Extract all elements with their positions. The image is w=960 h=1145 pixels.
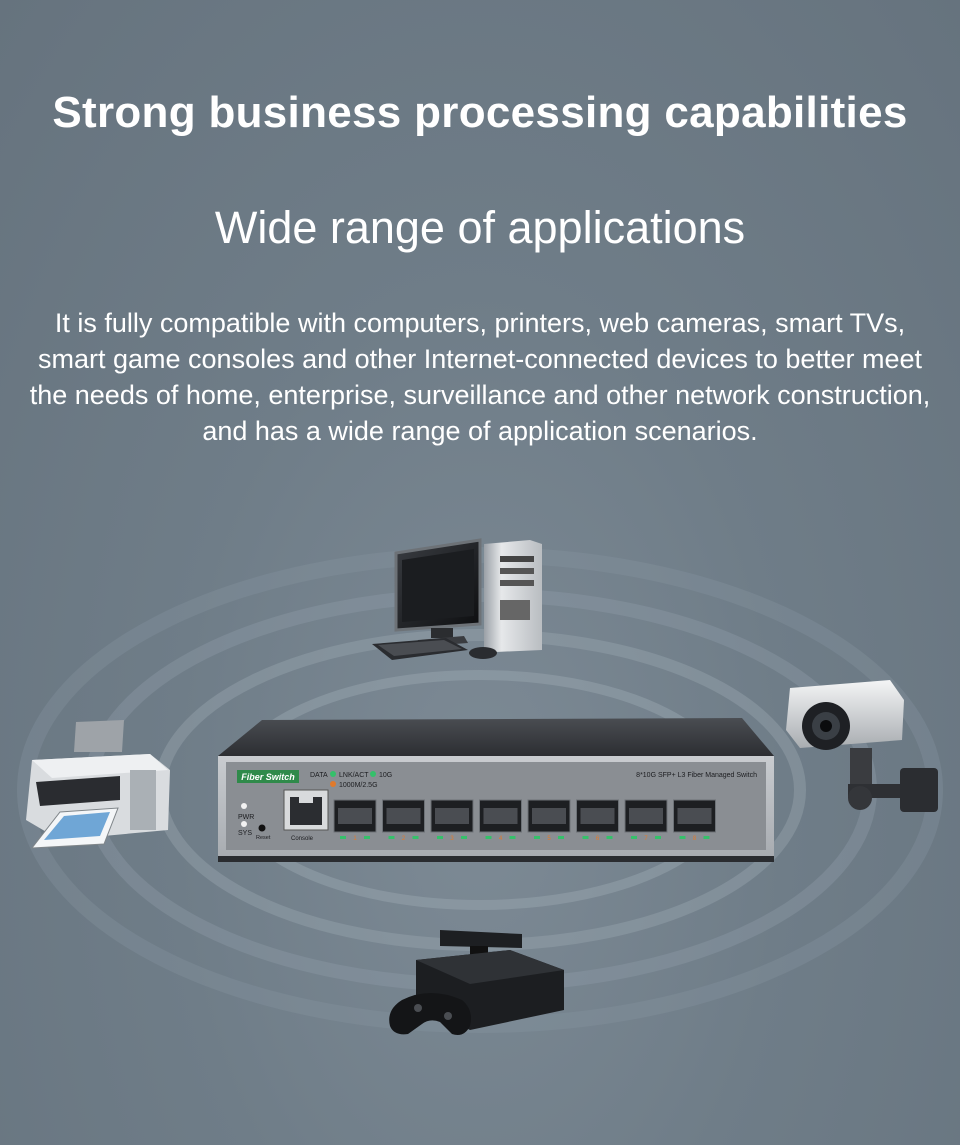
port-led (534, 836, 540, 839)
port-number-label: 1 (353, 836, 357, 842)
port-led (582, 836, 589, 839)
port-led (655, 836, 661, 839)
security-camera-icon (786, 680, 938, 812)
port-number-label: 8 (693, 836, 697, 842)
game-console-icon (389, 930, 564, 1035)
sfp-port-cage (483, 808, 518, 824)
port-number-label: 6 (596, 836, 600, 842)
page-subtitle: Wide range of applications (214, 202, 746, 253)
port-number-label: 7 (644, 836, 648, 842)
sfp-port-cage (338, 808, 372, 824)
legend-data: DATA (310, 772, 328, 779)
port-led (558, 836, 564, 839)
port-led (461, 836, 467, 839)
port-led (388, 836, 395, 839)
port-led (412, 836, 419, 839)
printer-icon (26, 720, 170, 849)
page-title: Strong business processing capabilities (52, 88, 908, 137)
sfp-port-cage (386, 808, 421, 824)
desktop-computer-icon (372, 538, 542, 660)
port-led (364, 836, 370, 839)
sfp-port-cage (435, 808, 469, 824)
legend-lnk-act: LNK/ACT (339, 772, 369, 779)
network-switch: Fiber Switch DATA LNK/ACT 10G 1000M/2.5G… (218, 718, 774, 862)
console-label: Console (291, 836, 314, 842)
port-led (606, 836, 613, 839)
sfp-port-group: 1 2 3 4 5 6 7 8 (333, 799, 716, 842)
brand-label: Fiber Switch (241, 772, 295, 782)
reset-label: Reset (256, 835, 271, 841)
sys-label: SYS (238, 830, 252, 837)
port-led (703, 836, 710, 839)
port-number-label: 5 (547, 836, 551, 842)
legend-1000m: 1000M/2.5G (339, 782, 378, 789)
brand-badge (237, 770, 299, 783)
port-led (340, 836, 346, 839)
port-led (437, 836, 443, 839)
port-led (485, 836, 492, 839)
port-led (679, 836, 686, 839)
sfp-port-cage (580, 808, 615, 824)
sfp-port-cage (629, 808, 663, 824)
model-label: 8*10G SFP+ L3 Fiber Managed Switch (636, 772, 757, 779)
port-number-label: 3 (450, 836, 454, 842)
sfp-port-cage (532, 808, 566, 824)
pwr-label: PWR (238, 814, 254, 821)
sfp-port-cage (677, 808, 712, 824)
port-number-label: 4 (499, 836, 503, 842)
description-text: It is fully compatible with computers, p… (29, 308, 931, 446)
legend-10g: 10G (379, 772, 392, 779)
port-led (631, 836, 637, 839)
port-number-label: 2 (402, 836, 406, 842)
port-led (509, 836, 516, 839)
